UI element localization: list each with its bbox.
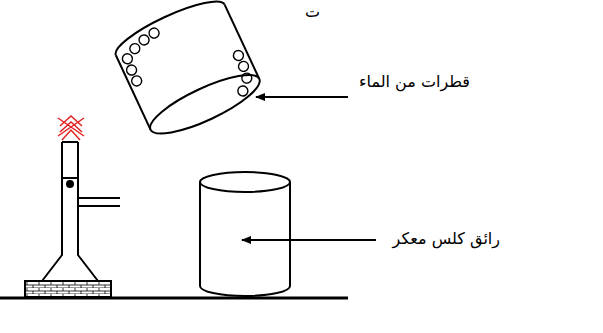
leader-arrow — [256, 96, 348, 98]
bunsen-burner — [25, 142, 120, 297]
droplets-label: قطرات من الماء — [359, 72, 470, 91]
fragment-letter: ت — [305, 2, 320, 21]
flame — [58, 116, 84, 140]
bench — [0, 297, 348, 300]
inverted-beaker — [110, 0, 266, 144]
water-droplets — [115, 0, 260, 136]
leader-arrow — [242, 239, 376, 241]
limewater-beaker — [200, 172, 290, 296]
limewater-label: رائق كلس معكر — [393, 229, 500, 248]
